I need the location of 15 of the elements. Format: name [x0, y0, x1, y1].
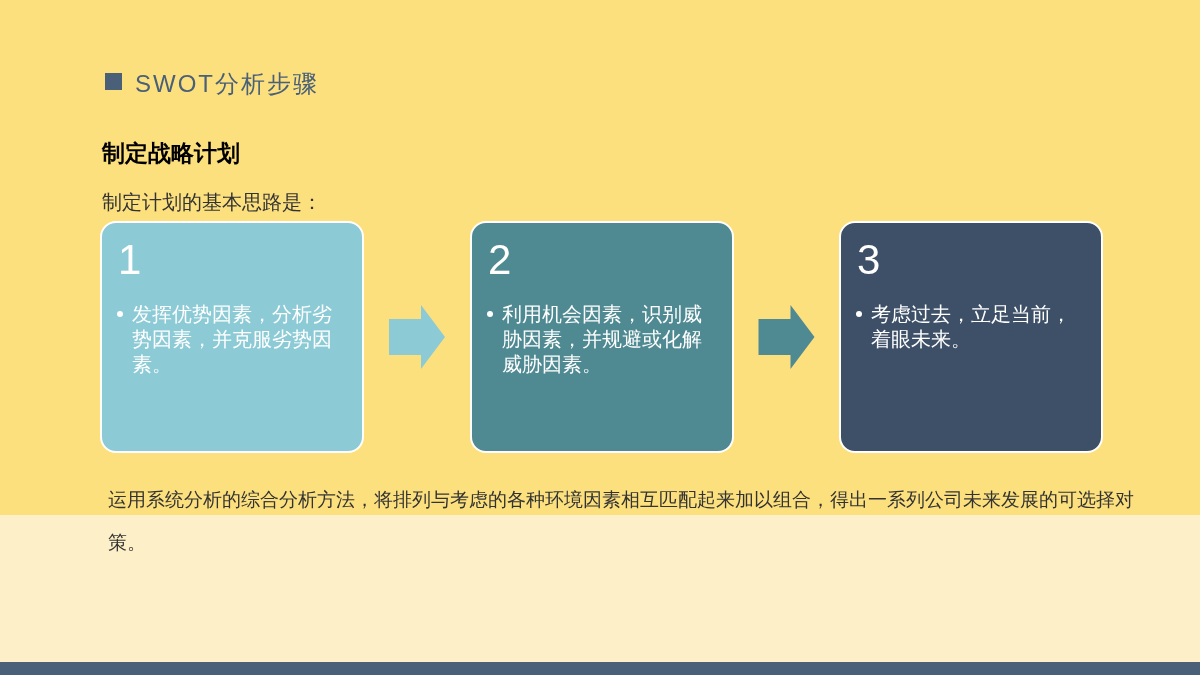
step-description: 发挥优势因素，分析劣势因素，并克服劣势因素。: [132, 302, 333, 377]
step-card: [100, 221, 364, 453]
slide-title: SWOT分析步骤: [135, 69, 319, 99]
step-number: 3: [857, 235, 881, 285]
block-arrow: [389, 305, 445, 369]
step-number: 1: [118, 235, 142, 285]
summary-paragraph: 运用系统分析的综合分析方法，将排列与考虑的各种环境因素相互匹配起来加以组合，得出一系列公司未来发展的可选择对策。: [108, 488, 1135, 555]
block-arrow: [758, 305, 815, 369]
step-card: [839, 221, 1103, 453]
intro-text: 制定计划的基本思路是：: [102, 190, 322, 215]
step-number: 2: [488, 235, 512, 285]
step-card: [470, 221, 734, 453]
step-description: 考虑过去，立足当前，着眼未来。: [871, 302, 1072, 352]
section-heading: 制定战略计划: [102, 139, 240, 168]
step-description: 利用机会因素，识别威胁因素，并规避或化解威胁因素。: [502, 302, 703, 377]
